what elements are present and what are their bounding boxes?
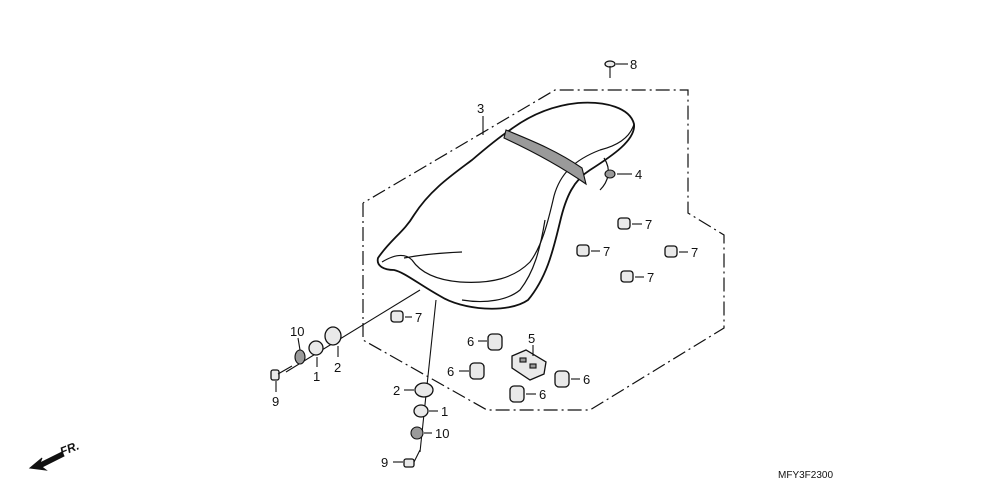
callout-1: 1	[441, 404, 448, 419]
seat	[376, 101, 635, 310]
part-7-clip	[390, 310, 404, 323]
part-9-bolt	[270, 365, 293, 381]
callout-9: 9	[272, 394, 279, 409]
callout-6: 6	[447, 364, 454, 379]
callout-7: 7	[647, 270, 654, 285]
part-6-grommet	[487, 333, 503, 351]
part-1-collar	[308, 340, 324, 356]
part-10-washer	[294, 349, 306, 365]
callout-6: 6	[583, 372, 590, 387]
callout-2: 2	[393, 383, 400, 398]
part-5-bracket	[511, 349, 547, 381]
callout-1: 1	[313, 369, 320, 384]
callout-8: 8	[630, 57, 637, 72]
part-2-rubber-mount	[414, 382, 434, 398]
part-7-clip	[620, 270, 634, 283]
part-6-grommet	[554, 370, 570, 388]
callout-6: 6	[539, 387, 546, 402]
callout-2: 2	[334, 360, 341, 375]
part-7-clip	[576, 244, 590, 257]
callout-7: 7	[645, 217, 652, 232]
diagram-code: MFY3F2300	[778, 470, 833, 481]
part-2-rubber-mount	[324, 326, 342, 346]
callout-6: 6	[467, 334, 474, 349]
assembly-boundary	[362, 89, 725, 411]
front-direction-arrow-icon	[28, 451, 65, 471]
front-indicator-label: FR.	[58, 439, 81, 459]
callout-10: 10	[435, 426, 449, 441]
callout-7: 7	[691, 245, 698, 260]
callout-3: 3	[477, 101, 484, 116]
part-7-clip	[664, 245, 678, 258]
part-8-bolt	[604, 60, 616, 78]
callout-10: 10	[290, 324, 304, 339]
callout-5: 5	[528, 331, 535, 346]
callout-9: 9	[381, 455, 388, 470]
part-6-grommet	[509, 385, 525, 403]
part-4-nut	[604, 169, 616, 179]
part-6-grommet	[469, 362, 485, 380]
part-1-collar	[413, 404, 429, 418]
part-10-washer	[410, 426, 424, 440]
callout-7: 7	[415, 310, 422, 325]
callout-7: 7	[603, 244, 610, 259]
callout-4: 4	[635, 167, 642, 182]
part-9-bolt	[403, 449, 421, 468]
part-7-clip	[617, 217, 631, 230]
